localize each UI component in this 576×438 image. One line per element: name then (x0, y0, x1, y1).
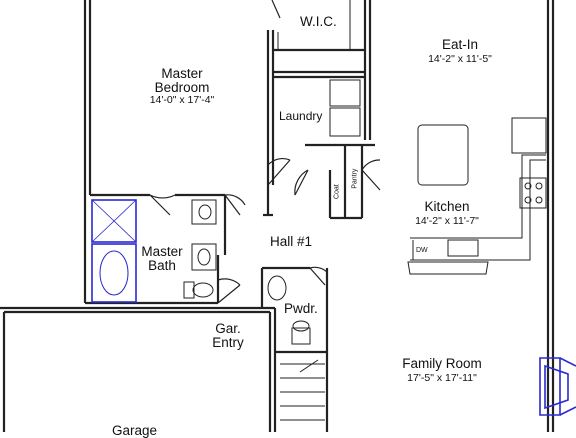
kitchen-label: Kitchen 14'-2" x 11'-7" (405, 199, 489, 227)
closet-shelving (277, 0, 351, 50)
garage-entry-line1: Gar. (215, 321, 241, 336)
master-bedroom-line2: Bedroom (154, 80, 210, 96)
eat-in-name: Eat-In (441, 37, 479, 52)
bathtub-icon (91, 243, 137, 303)
pantry-label: Pantry (351, 168, 359, 189)
wic-label: W.I.C. (300, 14, 337, 29)
eat-in-dims: 14'-2" x 11'-5" (428, 52, 492, 65)
garage-entry-line2: Entry (212, 335, 244, 351)
master-bedroom-dims: 14'-0" x 17'-4" (149, 94, 215, 107)
powder-label: Pwdr. (284, 301, 318, 316)
shower-icon (91, 199, 137, 243)
coat-label: Coat (333, 184, 341, 200)
kitchen-fixtures (407, 117, 547, 275)
powder-fixtures (267, 275, 311, 345)
stairs (280, 359, 325, 421)
dishwasher-label: DW (416, 247, 428, 254)
eat-in-label: Eat-In 14'-2" x 11'-5" (418, 37, 502, 65)
kitchen-name: Kitchen (424, 199, 470, 214)
laundry-label: Laundry (279, 109, 323, 123)
master-bath-label: Master Bath (140, 244, 184, 274)
master-bedroom-label: Master Bedroom 14'-0" x 17'-4" (140, 66, 224, 107)
fireplace-icon (539, 357, 576, 416)
kitchen-dims: 14'-2" x 11'-7" (415, 214, 479, 227)
hall-label: Hall #1 (270, 234, 313, 249)
door-swings (149, 0, 381, 304)
family-room-name: Family Room (402, 356, 482, 371)
walls (0, 0, 555, 432)
master-bath-line1: Master (141, 244, 183, 259)
family-room-dims: 17'-5" x 17'-11" (407, 371, 477, 384)
garage-label: Garage (112, 423, 158, 438)
washer-dryer (329, 79, 361, 137)
bath-fixtures (91, 199, 217, 303)
master-bedroom-line1: Master (161, 66, 203, 81)
family-room-label: Family Room 17'-5" x 17'-11" (392, 356, 492, 384)
master-bath-line2: Bath (148, 258, 176, 274)
garage-entry-label: Gar. Entry (208, 321, 248, 351)
